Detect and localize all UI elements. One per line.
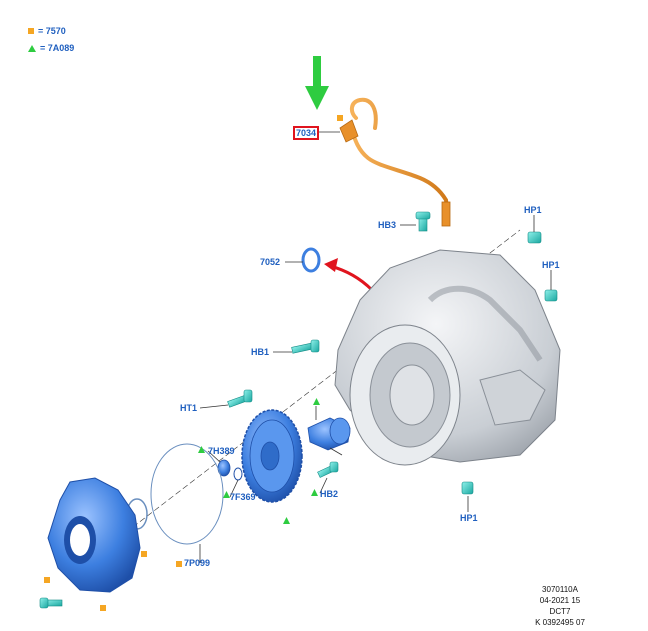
callout-7h389[interactable]: 7H389	[208, 446, 235, 456]
callout-7034[interactable]: 7034	[293, 126, 320, 140]
green-triangle-icon	[28, 44, 36, 52]
callout-ht1[interactable]: HT1	[180, 403, 198, 413]
transmission-housing[interactable]	[334, 249, 561, 466]
bolt-hb3[interactable]	[415, 211, 431, 232]
callout-hb3[interactable]: HB3	[378, 220, 397, 230]
part-7570-markers	[44, 115, 343, 611]
bolt-ht1[interactable]	[227, 389, 253, 408]
callout-hb1[interactable]: HB1	[251, 347, 270, 357]
callout-hp1-right[interactable]: HP1	[542, 260, 560, 270]
reference-model: DCT7	[549, 607, 571, 616]
callout-hp1-top[interactable]: HP1	[524, 205, 542, 215]
actuator-cylinder-part[interactable]	[307, 417, 351, 451]
green-down-arrow-icon	[305, 56, 329, 110]
red-curved-arrow-icon	[324, 258, 374, 292]
bolt-hp1-bottom[interactable]	[461, 481, 474, 495]
legend-text-7570: = 7570	[38, 26, 66, 36]
end-cover-part[interactable]	[47, 477, 141, 593]
bolt-bottom-left[interactable]	[39, 597, 63, 609]
reference-date: 04-2021 15	[539, 596, 581, 605]
gasket-ring-7p099[interactable]	[150, 443, 224, 545]
legend-text-7a089: = 7A089	[40, 43, 75, 53]
diagram-reference-info: 3070110A 04-2021 15 DCT7 K 0392495 07	[530, 584, 590, 628]
callout-7p099[interactable]: 7P099	[184, 558, 211, 568]
seal-ring-part[interactable]	[301, 247, 321, 273]
snap-ring-7f369[interactable]	[233, 467, 243, 481]
bolt-hp1-top[interactable]	[527, 231, 542, 244]
legend-item-7570: = 7570	[28, 26, 66, 36]
part-7a089-markers	[198, 398, 320, 524]
callout-hp1-bottom[interactable]: HP1	[460, 513, 478, 523]
reference-number: K 0392495 07	[535, 618, 585, 627]
callout-7052[interactable]: 7052	[260, 257, 281, 267]
legend-item-7a089: = 7A089	[28, 43, 74, 53]
oil-tube-part[interactable]	[339, 97, 451, 227]
ring-gear-part[interactable]	[241, 409, 303, 503]
bolt-hp1-right[interactable]	[544, 289, 558, 302]
callout-7f369[interactable]: 7F369	[230, 492, 256, 502]
leader-lines	[199, 131, 552, 563]
orange-square-icon	[28, 28, 34, 34]
bolt-hb2[interactable]	[317, 461, 339, 478]
bolt-hb1[interactable]	[291, 339, 320, 354]
reference-code: 3070110A	[542, 585, 578, 594]
callout-hb2[interactable]: HB2	[320, 489, 339, 499]
